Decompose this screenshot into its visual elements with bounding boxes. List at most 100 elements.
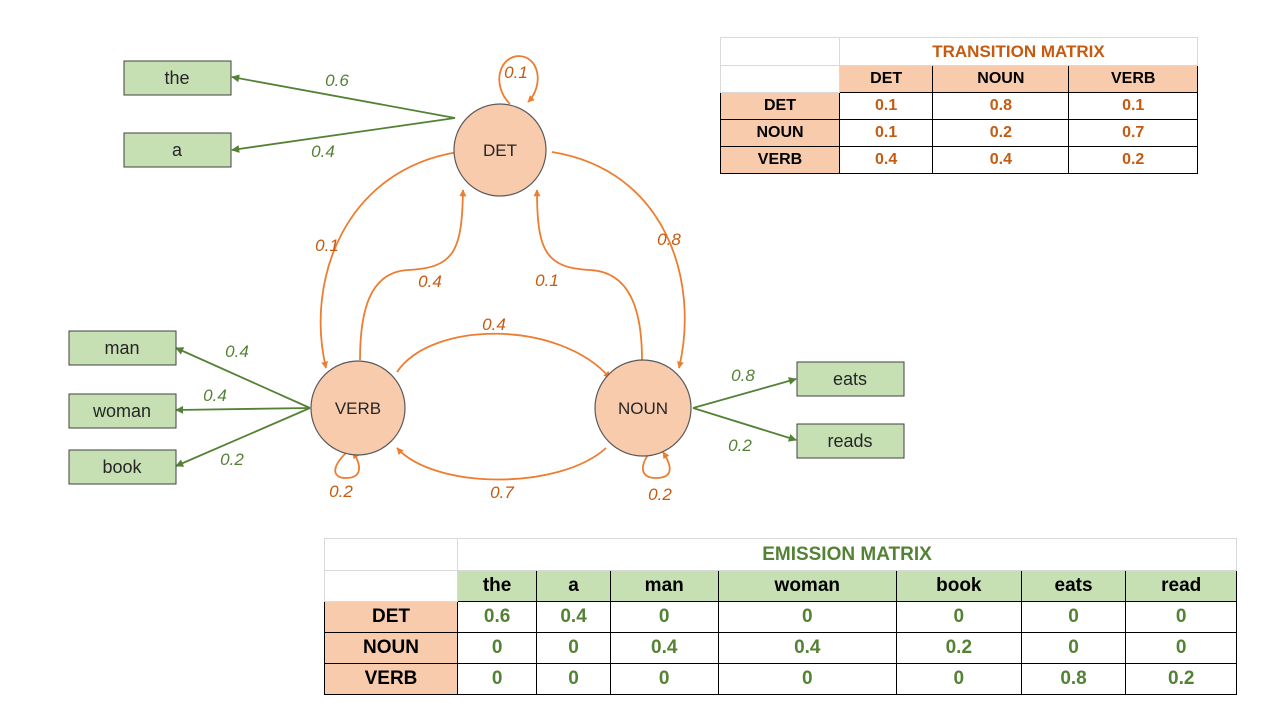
state-node-det: DET <box>453 103 547 197</box>
label-det-noun: 0.8 <box>657 230 681 249</box>
emission-cell: 0 <box>456 632 538 664</box>
svg-text:DET: DET <box>483 141 517 160</box>
emission-col-header: woman <box>717 570 898 602</box>
emission-cell: 0.4 <box>717 632 898 664</box>
label-noun-noun: 0.2 <box>648 485 672 504</box>
svg-text:book: book <box>102 457 142 477</box>
transition-cell: 0.1 <box>1068 92 1198 120</box>
table-row: DET 0.6 0.4 0 0 0 0 0 <box>324 601 1237 633</box>
transition-edge-verb-verb <box>334 451 360 479</box>
svg-text:eats: eats <box>833 369 867 389</box>
svg-text:man: man <box>104 338 139 358</box>
emission-edge-noun-reads <box>692 407 797 442</box>
state-node-noun: NOUN <box>594 359 692 457</box>
table-row: NOUN 0.1 0.2 0.7 <box>720 119 1198 147</box>
svg-text:a: a <box>172 140 183 160</box>
transition-row-header: NOUN <box>720 119 840 147</box>
label-verb-noun: 0.4 <box>482 315 506 334</box>
svg-text:reads: reads <box>827 431 872 451</box>
emission-cell: 0.4 <box>609 632 719 664</box>
label-verb-woman: 0.4 <box>203 386 227 405</box>
emission-matrix-title: EMISSION MATRIX <box>457 538 1237 571</box>
emission-cell: 0 <box>896 663 1022 695</box>
transition-col-header: NOUN <box>932 65 1070 93</box>
transition-row-header: DET <box>720 92 840 120</box>
transition-edge-det-noun <box>551 151 686 369</box>
transition-row-header: VERB <box>720 146 840 174</box>
emission-cell: 0 <box>609 601 719 633</box>
emission-col-header: read <box>1125 570 1237 602</box>
transition-matrix-title: TRANSITION MATRIX <box>839 37 1198 66</box>
emission-cell: 0.2 <box>896 632 1022 664</box>
emission-cell: 0 <box>1125 632 1237 664</box>
transition-col-header: DET <box>838 65 934 93</box>
transition-cell: 0.2 <box>1068 146 1198 174</box>
transition-edge-det-det <box>498 55 539 105</box>
emission-col-header: eats <box>1020 570 1127 602</box>
transition-edge-det-verb <box>319 151 459 369</box>
emission-cell: 0 <box>717 663 898 695</box>
emission-cell: 0.8 <box>1020 663 1127 695</box>
label-verb-det: 0.4 <box>418 272 442 291</box>
label-noun-verb: 0.7 <box>490 483 514 502</box>
label-verb-verb: 0.2 <box>329 482 353 501</box>
transition-cell: 0.7 <box>1068 119 1198 147</box>
emission-cell: 0.4 <box>536 601 611 633</box>
emission-row-header: NOUN <box>324 632 458 664</box>
word-box-reads: reads <box>796 423 905 459</box>
transition-cell: 0.1 <box>838 92 934 120</box>
svg-text:NOUN: NOUN <box>618 399 668 418</box>
emission-cell: 0 <box>717 601 898 633</box>
state-node-verb: VERB <box>310 360 406 456</box>
emission-edge-det-the <box>231 74 456 119</box>
emission-cell: 0.2 <box>1125 663 1237 695</box>
transition-edge-noun-det <box>533 189 643 361</box>
word-box-eats: eats <box>796 361 905 397</box>
emission-col-header: book <box>896 570 1022 602</box>
transition-col-header: VERB <box>1068 65 1198 93</box>
emission-edge-det-a <box>231 117 456 153</box>
table-row: VERB 0 0 0 0 0 0.8 0.2 <box>324 663 1237 695</box>
emission-col-header: man <box>609 570 719 602</box>
emission-edge-verb-man <box>175 347 311 409</box>
transition-cell: 0.8 <box>932 92 1070 120</box>
label-noun-eats: 0.8 <box>731 366 755 385</box>
word-box-woman: woman <box>68 393 177 429</box>
emission-cell: 0 <box>896 601 1022 633</box>
table-row: DET 0.1 0.8 0.1 <box>720 92 1198 120</box>
label-det-verb: 0.1 <box>315 236 339 255</box>
emission-cell: 0.6 <box>456 601 538 633</box>
emission-matrix: EMISSION MATRIX the a man woman book eat… <box>324 538 1237 695</box>
emission-edge-verb-book <box>175 407 311 467</box>
transition-cell: 0.1 <box>838 119 934 147</box>
label-verb-book: 0.2 <box>220 450 244 469</box>
label-noun-reads: 0.2 <box>728 436 752 455</box>
transition-cell: 0.4 <box>838 146 934 174</box>
emission-edge-verb-woman <box>175 405 311 414</box>
emission-row-header: VERB <box>324 663 458 695</box>
transition-edge-noun-verb <box>396 447 607 481</box>
word-box-book: book <box>68 449 177 485</box>
label-det-a: 0.4 <box>311 142 335 161</box>
transition-cell: 0.2 <box>932 119 1070 147</box>
word-box-a: a <box>123 132 232 168</box>
emission-col-header: a <box>536 570 611 602</box>
emission-cell: 0 <box>456 663 538 695</box>
word-box-man: man <box>68 330 177 366</box>
emission-col-header: the <box>456 570 538 602</box>
emission-cell: 0 <box>1020 601 1127 633</box>
emission-edge-noun-eats <box>692 377 797 409</box>
emission-cell: 0 <box>1125 601 1237 633</box>
transition-edge-verb-noun <box>396 332 611 379</box>
emission-cell: 0 <box>536 663 611 695</box>
transition-matrix: TRANSITION MATRIX DET NOUN VERB DET 0.1 … <box>720 37 1198 174</box>
table-row: VERB 0.4 0.4 0.2 <box>720 146 1198 174</box>
label-noun-det: 0.1 <box>535 271 559 290</box>
label-verb-man: 0.4 <box>225 342 249 361</box>
svg-text:VERB: VERB <box>335 399 381 418</box>
emission-cell: 0 <box>536 632 611 664</box>
emission-cell: 0 <box>609 663 719 695</box>
svg-text:woman: woman <box>92 401 151 421</box>
emission-row-header: DET <box>324 601 458 633</box>
